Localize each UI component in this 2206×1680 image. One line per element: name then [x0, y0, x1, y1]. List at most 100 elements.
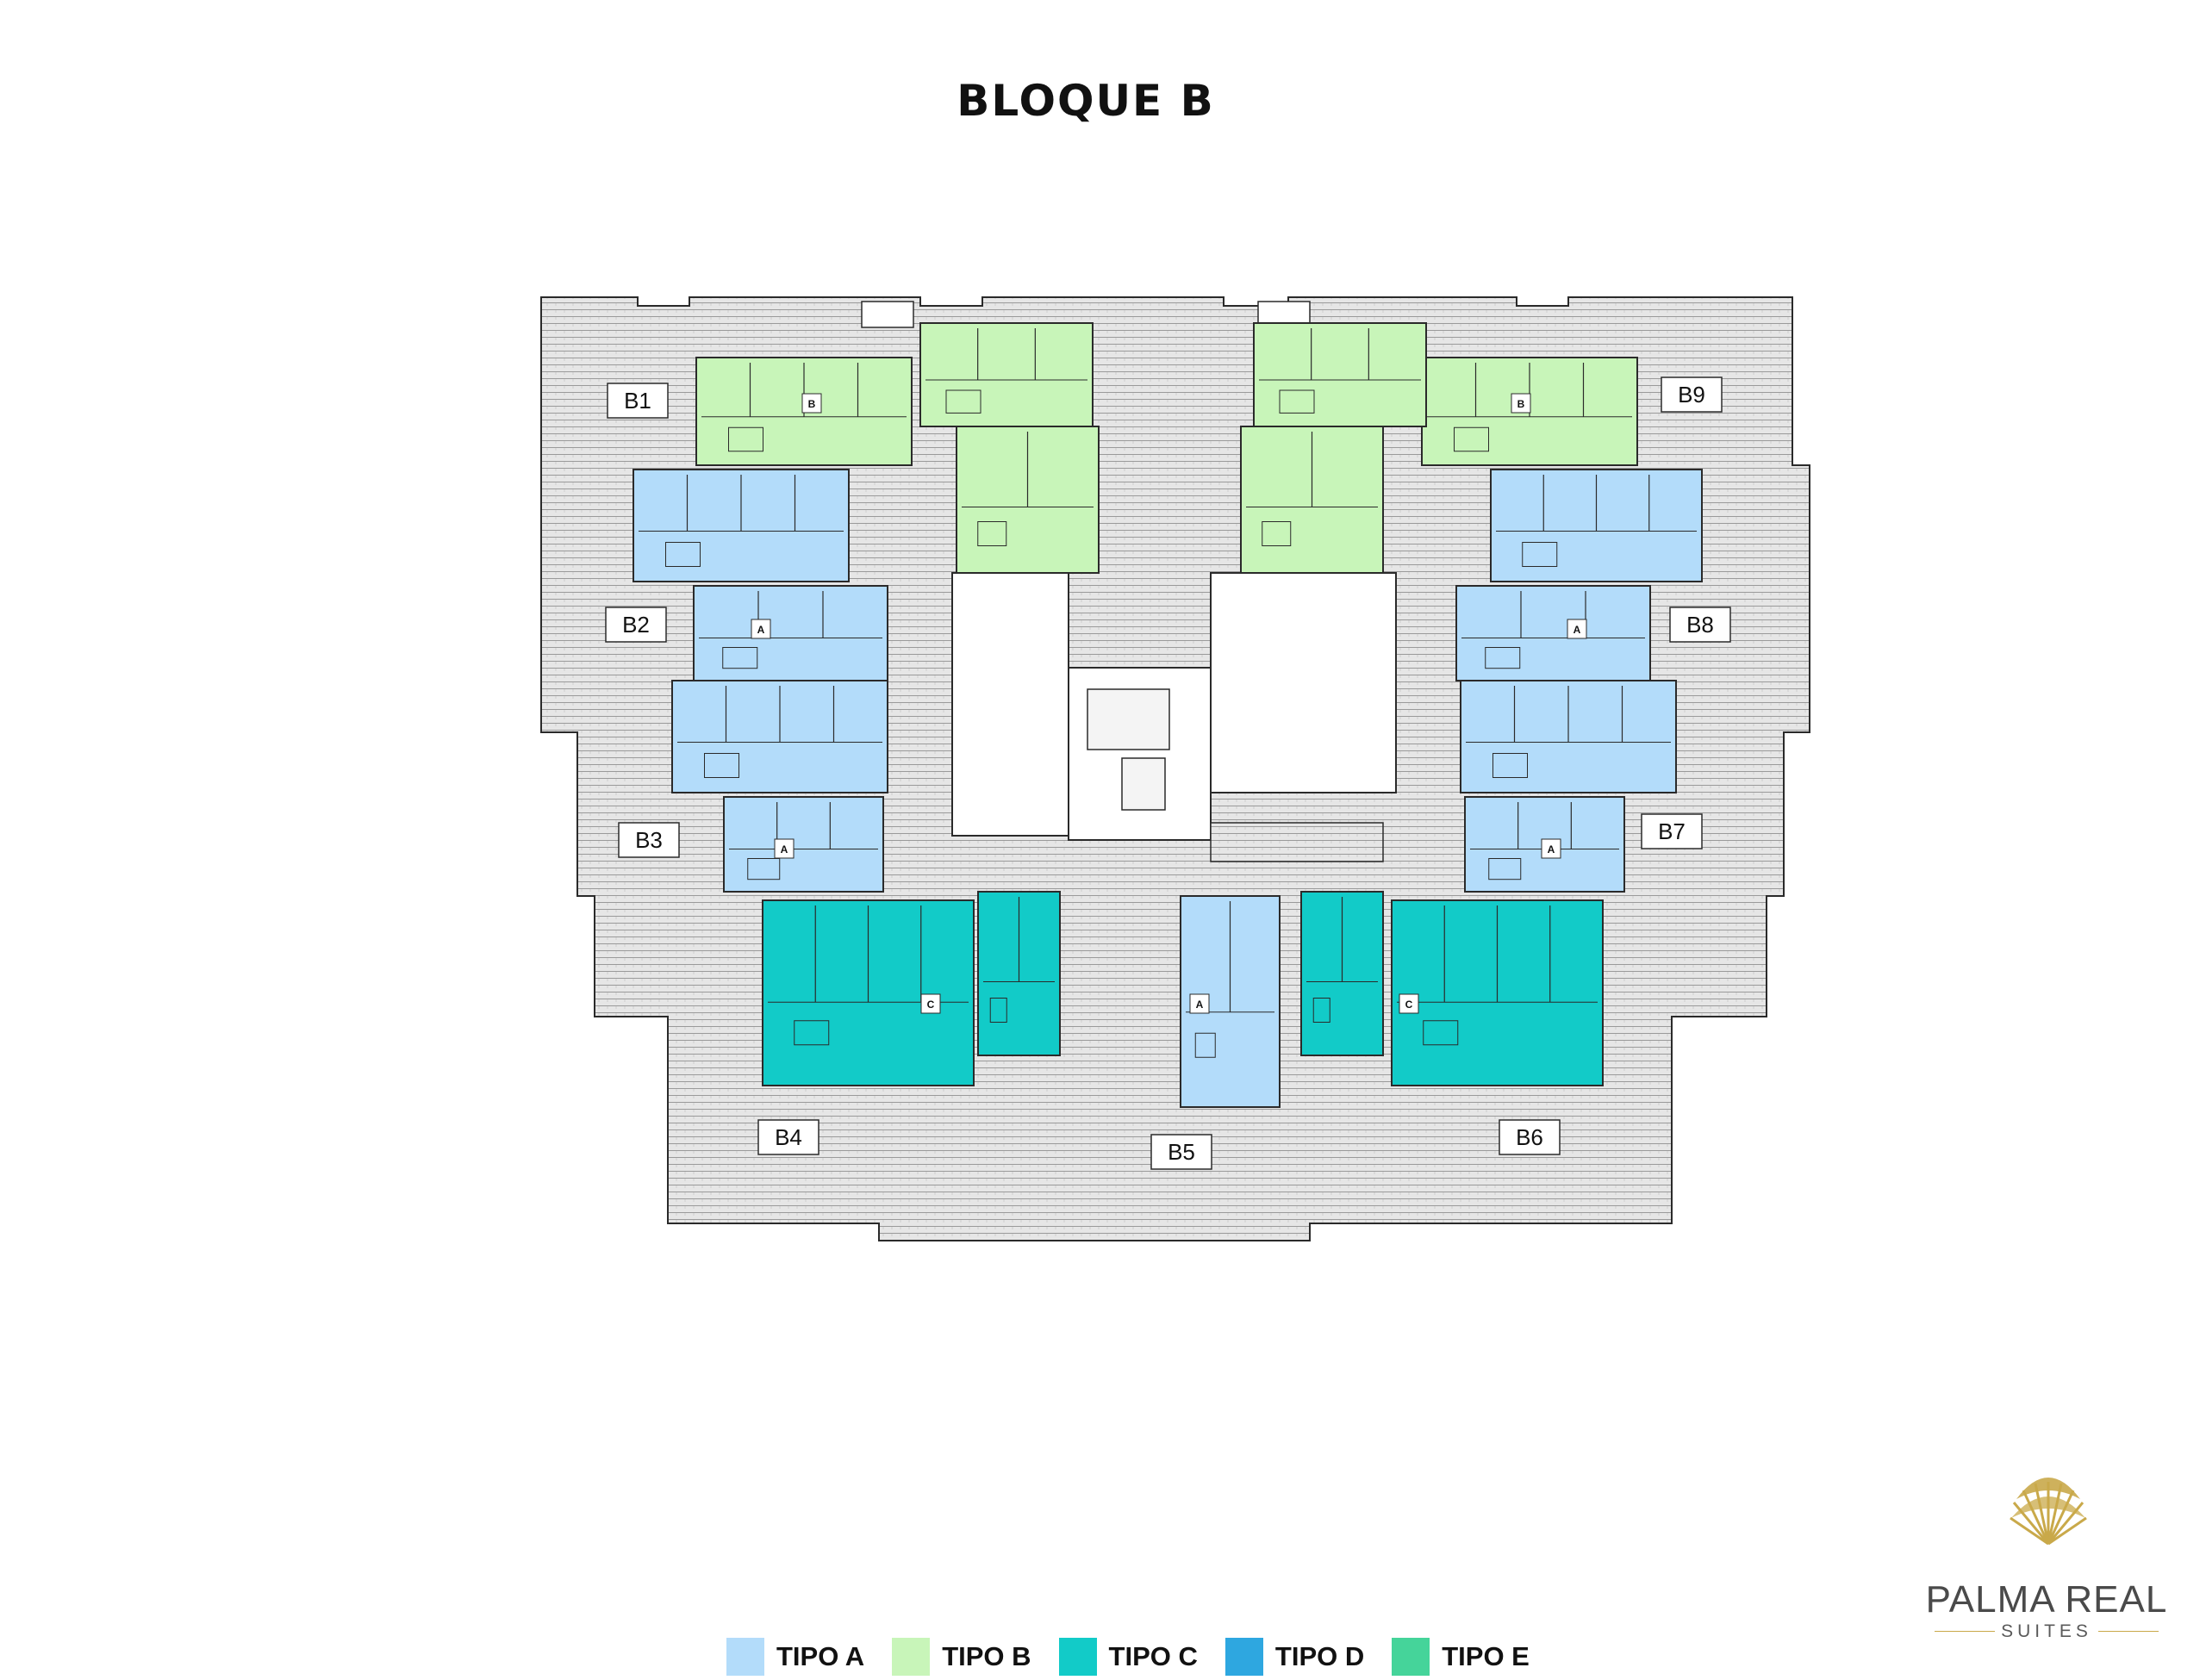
- unit-label-box: [1641, 813, 1703, 849]
- unit-b7-partitions-1: [1466, 686, 1671, 778]
- brand-subtitle: SUITES: [2001, 1621, 2092, 1641]
- furniture-mark: [1312, 998, 1330, 1023]
- unit-label-text: B4: [775, 1124, 802, 1150]
- unit-b4-partitions-2: [983, 897, 1055, 1023]
- legend-swatch: [1225, 1638, 1263, 1676]
- unit-label-box: [607, 383, 669, 419]
- furniture-mark: [747, 858, 781, 880]
- unit-b7-type-tag: A: [1541, 838, 1561, 859]
- furniture-mark: [1485, 647, 1521, 669]
- legend-item-tipo-a: TIPO A: [726, 1638, 864, 1676]
- legend-item-tipo-e: TIPO E: [1392, 1638, 1530, 1676]
- furniture-mark: [1423, 1020, 1459, 1046]
- type-tag-box: [801, 393, 822, 414]
- legend-swatch: [726, 1638, 764, 1676]
- unit-label-box: [605, 607, 667, 643]
- legend-item-tipo-c: TIPO C: [1058, 1638, 1198, 1676]
- unit-b8[interactable]: [1455, 469, 1703, 681]
- unit-b9-room-2: [1253, 322, 1427, 427]
- unit-label-text: B1: [624, 388, 651, 414]
- type-tag-letter: A: [757, 624, 765, 636]
- type-tag-box: [774, 838, 795, 859]
- unit-b3-room-2: [723, 796, 884, 893]
- unit-label-box: [1661, 376, 1723, 413]
- furniture-mark: [722, 647, 758, 669]
- brand: PALMA REAL SUITES: [1904, 1465, 2189, 1650]
- type-tag-box: [1399, 993, 1419, 1014]
- unit-b8-type-tag: A: [1567, 619, 1587, 639]
- unit-b1-type-tag: B: [801, 393, 822, 414]
- legend: TIPO A TIPO B TIPO C TIPO D TIPO E: [726, 1635, 1557, 1678]
- unit-label-text: B7: [1658, 818, 1686, 844]
- furniture-mark: [665, 542, 701, 567]
- unit-label-box: [1150, 1134, 1212, 1170]
- furniture-mark: [794, 1020, 830, 1046]
- type-tag-box: [1189, 993, 1210, 1014]
- furniture-mark: [1488, 858, 1522, 880]
- unit-b9-type-tag: B: [1511, 393, 1531, 414]
- unit-b8-partitions-1: [1496, 475, 1697, 567]
- furniture-mark: [728, 426, 763, 452]
- unit-label-text: B8: [1686, 612, 1714, 638]
- unit-label-box: [618, 822, 680, 858]
- furniture-mark: [945, 389, 981, 414]
- unit-label-box: [1499, 1119, 1561, 1155]
- type-tag-letter: A: [1573, 624, 1581, 636]
- unit-b8-partitions-2: [1461, 591, 1645, 669]
- unit-b4-type-tag: C: [920, 993, 941, 1014]
- type-tag-letter: A: [1548, 843, 1555, 856]
- unit-b5-label: B5: [1150, 1134, 1212, 1170]
- unit-b6-type-tag: C: [1399, 993, 1419, 1014]
- type-tag-box: [920, 993, 941, 1014]
- type-tag-letter: C: [1405, 999, 1413, 1011]
- unit-b2-type-tag: A: [751, 619, 771, 639]
- unit-b1-label: B1: [607, 383, 669, 419]
- courtyard-left: [951, 572, 1069, 837]
- unit-b1-partitions-3: [962, 432, 1094, 546]
- legend-item-tipo-d: TIPO D: [1225, 1638, 1364, 1676]
- unit-b5-type-tag: A: [1189, 993, 1210, 1014]
- unit-b6-label: B6: [1499, 1119, 1561, 1155]
- unit-b2-partitions-1: [639, 475, 844, 567]
- furniture-mark: [1262, 521, 1292, 546]
- furniture-mark: [989, 998, 1007, 1023]
- unit-b8-room-2: [1455, 585, 1651, 681]
- type-tag-letter: C: [927, 999, 935, 1011]
- core-terrace-bottom: [1210, 822, 1384, 862]
- brand-rule-right: [2098, 1631, 2159, 1632]
- unit-b2-label: B2: [605, 607, 667, 643]
- unit-label-box: [1669, 607, 1731, 643]
- legend-swatch: [892, 1638, 931, 1676]
- legend-item-tipo-b: TIPO B: [892, 1638, 1031, 1676]
- legend-swatch: [1392, 1638, 1430, 1676]
- unit-b9-partitions-3: [1246, 432, 1378, 546]
- type-tag-box: [1567, 619, 1587, 639]
- type-tag-box: [1541, 838, 1561, 859]
- type-tag-letter: A: [1196, 999, 1204, 1011]
- stair: [1087, 688, 1170, 750]
- furniture-mark: [1279, 389, 1315, 414]
- legend-label: TIPO A: [776, 1641, 865, 1671]
- furniture-mark: [704, 753, 739, 778]
- unit-label-text: B3: [635, 827, 663, 853]
- type-tag-box: [751, 619, 771, 639]
- unit-label-box: [757, 1119, 819, 1155]
- furniture-mark: [1492, 753, 1528, 778]
- furniture-mark: [977, 521, 1007, 546]
- unit-b2-room-2: [693, 585, 888, 681]
- legend-swatch: [1058, 1638, 1097, 1676]
- page-title: BLOQUE B: [957, 76, 1215, 126]
- unit-b6-partitions-1: [1397, 905, 1598, 1046]
- furniture-mark: [1522, 542, 1558, 567]
- courtyard-right: [1210, 572, 1397, 793]
- furniture-mark: [1194, 1032, 1216, 1058]
- unit-b8-label: B8: [1669, 607, 1731, 643]
- legend-label: TIPO B: [942, 1641, 1031, 1671]
- unit-b3-type-tag: A: [774, 838, 795, 859]
- partitions-layer: [639, 328, 1697, 1058]
- type-tag-box: [1511, 393, 1531, 414]
- brand-rule-left: [1935, 1631, 1995, 1632]
- unit-label-text: B5: [1168, 1139, 1195, 1165]
